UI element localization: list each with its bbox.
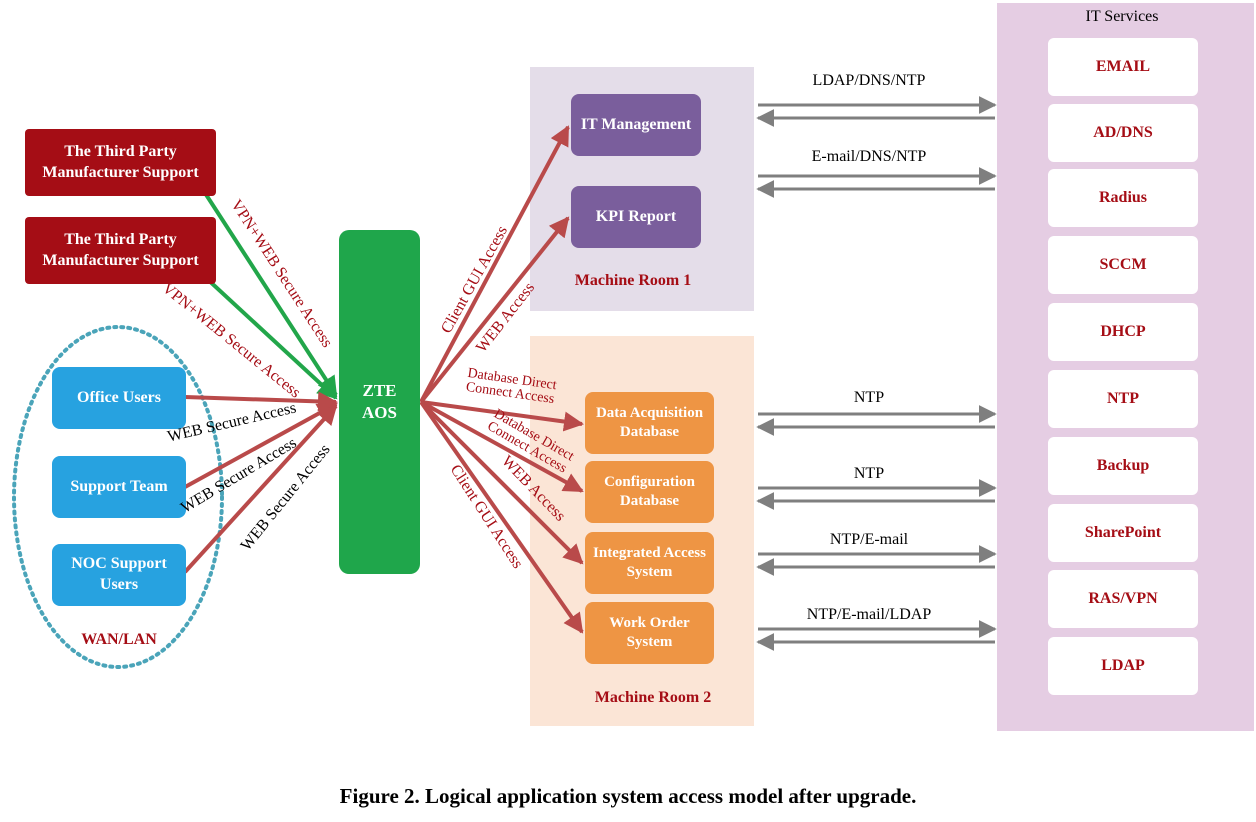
- office-users: Office Users: [52, 367, 186, 429]
- protocol-label-3: NTP: [853, 389, 885, 406]
- service-ntp: NTP: [1048, 370, 1198, 428]
- service-ldap: LDAP: [1048, 637, 1198, 695]
- service-radius: Radius: [1048, 169, 1198, 227]
- service-arrows-6: [756, 620, 997, 651]
- service-arrows-5: [756, 545, 997, 576]
- configuration-database: Configuration Database: [585, 461, 714, 523]
- service-sccm: SCCM: [1048, 236, 1198, 294]
- link-noc-users: [183, 404, 338, 574]
- integrated-access-system: Integrated Access System: [585, 532, 714, 594]
- figure-caption: Figure 2. Logical application system acc…: [339, 784, 917, 808]
- protocol-label-6: NTP/E-mail/LDAP: [806, 606, 932, 623]
- link-office-users: [184, 391, 338, 412]
- service-email: EMAIL: [1048, 38, 1198, 96]
- service-ras-vpn: RAS/VPN: [1048, 570, 1198, 628]
- protocol-label-1: LDAP/DNS/NTP: [812, 72, 926, 89]
- service-sharepoint: SharePoint: [1048, 504, 1198, 562]
- machine-room-2-label: Machine Room 2: [594, 689, 712, 706]
- service-dhcp: DHCP: [1048, 303, 1198, 361]
- protocol-label-5: NTP/E-mail: [829, 531, 909, 548]
- zte-aos: ZTE AOS: [339, 230, 420, 574]
- link-it-management: [419, 125, 570, 403]
- data-acquisition-database: Data Acquisition Database: [585, 392, 714, 454]
- service-backup: Backup: [1048, 437, 1198, 495]
- service-ad-dns: AD/DNS: [1048, 104, 1198, 162]
- service-arrows-4: [756, 479, 997, 510]
- link-configuration-db: [420, 400, 584, 493]
- protocol-label-4: NTP: [853, 465, 885, 482]
- link-support-team: [184, 402, 338, 489]
- link-integrated-access: [419, 400, 584, 565]
- link-third-party-2: [203, 275, 338, 400]
- work-order-system: Work Order System: [585, 602, 714, 664]
- it-management: IT Management: [571, 94, 701, 156]
- link-data-acquisition: [420, 400, 584, 432]
- service-arrows-2: [756, 167, 997, 198]
- third-party-support-2: The Third Party Manufacturer Support: [25, 217, 216, 284]
- link-work-order: [419, 400, 584, 634]
- service-arrows-3: [756, 405, 997, 436]
- protocol-label-2: E-mail/DNS/NTP: [811, 148, 927, 165]
- machine-room-1-label: Machine Room 1: [574, 272, 692, 289]
- noc-support-users: NOC Support Users: [52, 544, 186, 606]
- it-services-title: IT Services: [1085, 8, 1159, 25]
- link-third-party-1: [203, 191, 338, 397]
- support-team: Support Team: [52, 456, 186, 518]
- wan-lan-label: WAN/LAN: [81, 631, 157, 648]
- service-arrows-1: [756, 96, 997, 127]
- kpi-report: KPI Report: [571, 186, 701, 248]
- wan-lan-boundary: [12, 325, 224, 669]
- link-kpi-report: [419, 216, 570, 404]
- third-party-support-1: The Third Party Manufacturer Support: [25, 129, 216, 196]
